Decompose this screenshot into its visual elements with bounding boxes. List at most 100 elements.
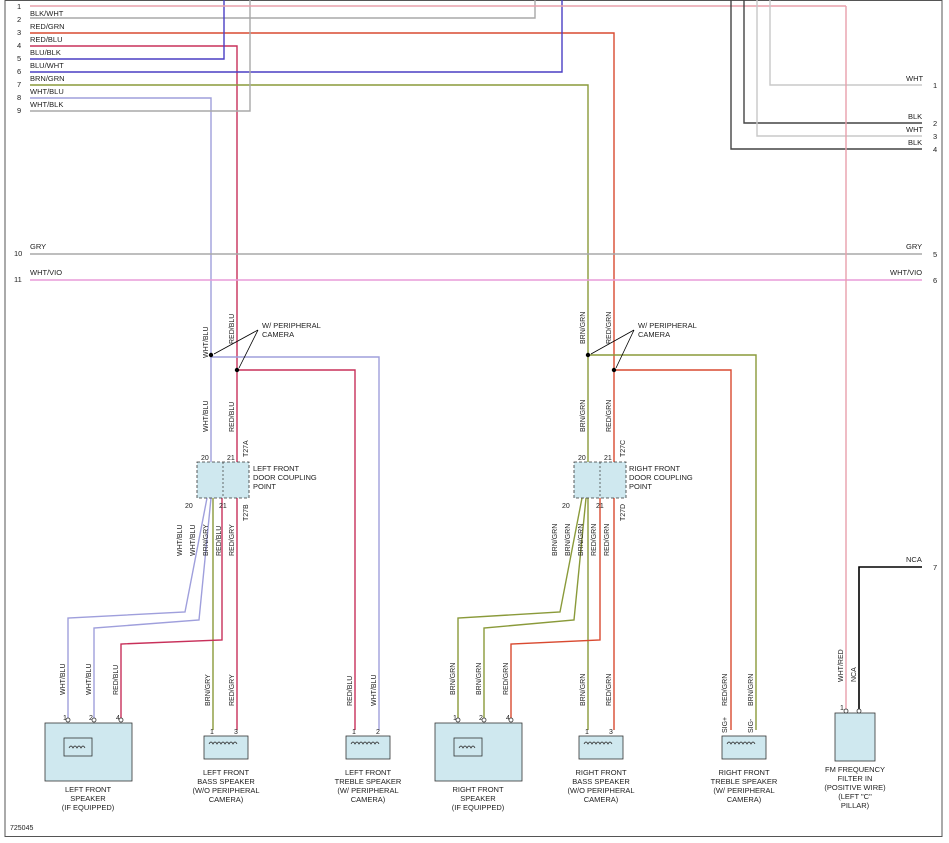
lf-speaker-title-3: (IF EQUIPPED) — [62, 803, 115, 812]
right-num-5: 5 — [933, 250, 937, 259]
fm-filter-title-2: FILTER IN — [838, 774, 873, 783]
left-coupling-label-2: DOOR COUPLING — [253, 473, 317, 482]
left-lower-wire-label-1: WHT/BLU — [177, 525, 184, 557]
speaker-icon — [63, 737, 93, 757]
lf-speaker-wire-1: WHT/BLU — [60, 664, 67, 696]
pin-terminal — [455, 717, 461, 723]
rf-treble-red-grn — [614, 369, 732, 730]
right-lower-pin-20: 20 — [562, 503, 570, 510]
wire-9-wht-blk — [30, 0, 251, 112]
right-num-4: 4 — [933, 145, 937, 154]
wire-num-2: 2 — [17, 15, 21, 24]
wire-r4-blk — [730, 0, 922, 150]
rf-bass-body — [578, 735, 624, 760]
lf-treble-wire-2: WHT/BLU — [371, 675, 378, 707]
rf-bass-title-2: BASS SPEAKER — [572, 777, 630, 786]
wire-label-7: BRN/GRN — [30, 74, 65, 83]
rf-spk-brn-grn-1 — [457, 497, 583, 718]
right-label-4: BLK — [908, 138, 922, 147]
left-wire-labels: 1 2 BLK/WHT 3 RED/GRN 4 RED/BLU 5 BLU/BL… — [14, 2, 65, 284]
rf-treble-wire-1: RED/GRN — [722, 674, 729, 706]
wire-num-6: 6 — [17, 67, 21, 76]
right-label-7: NCA — [906, 555, 922, 564]
speaker-icon — [208, 741, 238, 745]
rf-treble: SIG+ SIG- RED/GRN BRN/GRN RIGHT FRONT TR… — [711, 674, 778, 804]
pin-terminal — [65, 717, 71, 723]
right-num-2: 2 — [933, 119, 937, 128]
right-upper-pin-20: 20 — [578, 455, 586, 462]
left-mid-wire-label-2: RED/BLU — [229, 402, 236, 432]
fm-filter-title-4: (LEFT "C" — [838, 792, 872, 801]
rf-treble-title-1: RIGHT FRONT — [718, 768, 770, 777]
left-peripheral-note-2: CAMERA — [262, 330, 294, 339]
lf-treble: 1 2 RED/BLU WHT/BLU LEFT FRONT TREBLE SP… — [335, 675, 402, 805]
pin-terminal — [481, 717, 487, 723]
rf-speaker-title-3: (IF EQUIPPED) — [452, 803, 505, 812]
wire-num-1: 1 — [17, 2, 21, 11]
rf-speaker: 1 2 4 BRN/GRN BRN/GRN RED/GRN RIGHT FRON… — [434, 663, 523, 812]
right-door-vertical-labels: BRN/GRN RED/GRN BRN/GRN RED/GRN T27C T27… — [552, 312, 627, 556]
lf-bass-body — [203, 735, 249, 760]
wire-r3-wht — [756, 0, 922, 137]
wire-7-brn-grn — [30, 84, 589, 355]
left-upper-pin-20: 20 — [201, 455, 209, 462]
wire-5-blu-blk — [30, 0, 225, 60]
lf-bass-title-2: BASS SPEAKER — [197, 777, 255, 786]
left-coupling-label-3: POINT — [253, 482, 276, 491]
lf-treble-body — [345, 735, 391, 760]
left-door-vertical-labels: WHT/BLU RED/BLU WHT/BLU RED/BLU T27A T27… — [177, 314, 250, 556]
wire-label-9: WHT/BLK — [30, 100, 63, 109]
diagram-border — [4, 0, 943, 837]
wire-8-wht-blu — [30, 97, 212, 355]
right-coupling-label-3: POINT — [629, 482, 652, 491]
right-mid-wire-label-2: RED/GRN — [606, 400, 613, 432]
wire-label-6: BLU/WHT — [30, 61, 64, 70]
wire-label-5: BLU/BLK — [30, 48, 61, 57]
fm-filter: 1 WHT/RED NCA FM FREQUENCY FILTER IN (PO… — [824, 649, 886, 810]
arrow-line — [590, 329, 635, 355]
right-lower-connector: T27D — [620, 504, 627, 521]
rf-bass-title-3: (W/O PERIPHERAL — [567, 786, 634, 795]
wire-r1-wht — [769, 0, 922, 86]
lf-spk-wht-blu-2 — [93, 497, 212, 718]
rf-bass-title-4: CAMERA) — [584, 795, 619, 804]
left-bus-wires — [30, 0, 922, 370]
rf-bass-title-1: RIGHT FRONT — [575, 768, 627, 777]
right-label-1: WHT — [906, 74, 923, 83]
wire-2-blk-wht — [30, 0, 536, 19]
lf-bass-title-1: LEFT FRONT — [203, 768, 250, 777]
lf-bass-wire-1: BRN/GRY — [205, 674, 212, 706]
right-coupling-label-2: DOOR COUPLING — [629, 473, 693, 482]
rf-spk-red-grn — [510, 498, 601, 718]
left-lower-pin-20: 20 — [185, 503, 193, 510]
fm-filter-wire-1: WHT/RED — [838, 649, 845, 682]
rf-treble-pin-sig-minus: SIG- — [748, 718, 755, 733]
rf-speaker-pin-1: 1 — [453, 715, 457, 722]
rf-bass-wire-2: RED/GRN — [606, 674, 613, 706]
left-upper-wire-label-1: WHT/BLU — [203, 327, 210, 359]
rf-treble-title-3: (W/ PERIPHERAL — [713, 786, 774, 795]
wire-3-red-grn — [30, 32, 615, 370]
speaker-icon — [583, 741, 613, 745]
right-lower-wire-label-4: RED/GRN — [591, 524, 598, 556]
splice-dot — [611, 367, 617, 373]
rf-speaker-wire-1: BRN/GRN — [450, 663, 457, 695]
rf-treble-title-4: CAMERA) — [727, 795, 762, 804]
speaker-coil — [68, 745, 86, 749]
wire-num-4: 4 — [17, 41, 21, 50]
left-lower-connector: T27B — [243, 504, 250, 521]
left-upper-connector: T27A — [243, 440, 250, 457]
left-mid-wire-label-1: WHT/BLU — [203, 401, 210, 433]
lf-bass-pin-1: 1 — [210, 729, 214, 736]
wire-num-8: 8 — [17, 93, 21, 102]
lf-speaker-title-1: LEFT FRONT — [65, 785, 112, 794]
right-num-1: 1 — [933, 81, 937, 90]
pin-terminal — [118, 717, 124, 723]
arrow-line — [615, 329, 635, 369]
splice-dot — [208, 352, 214, 358]
lf-bass-pin-3: 3 — [234, 729, 238, 736]
speaker-icon — [726, 741, 756, 745]
right-num-7: 7 — [933, 563, 937, 572]
rf-bass-wire-1: BRN/GRN — [580, 674, 587, 706]
rf-bass: 1 3 BRN/GRN RED/GRN RIGHT FRONT BASS SPE… — [567, 674, 634, 804]
